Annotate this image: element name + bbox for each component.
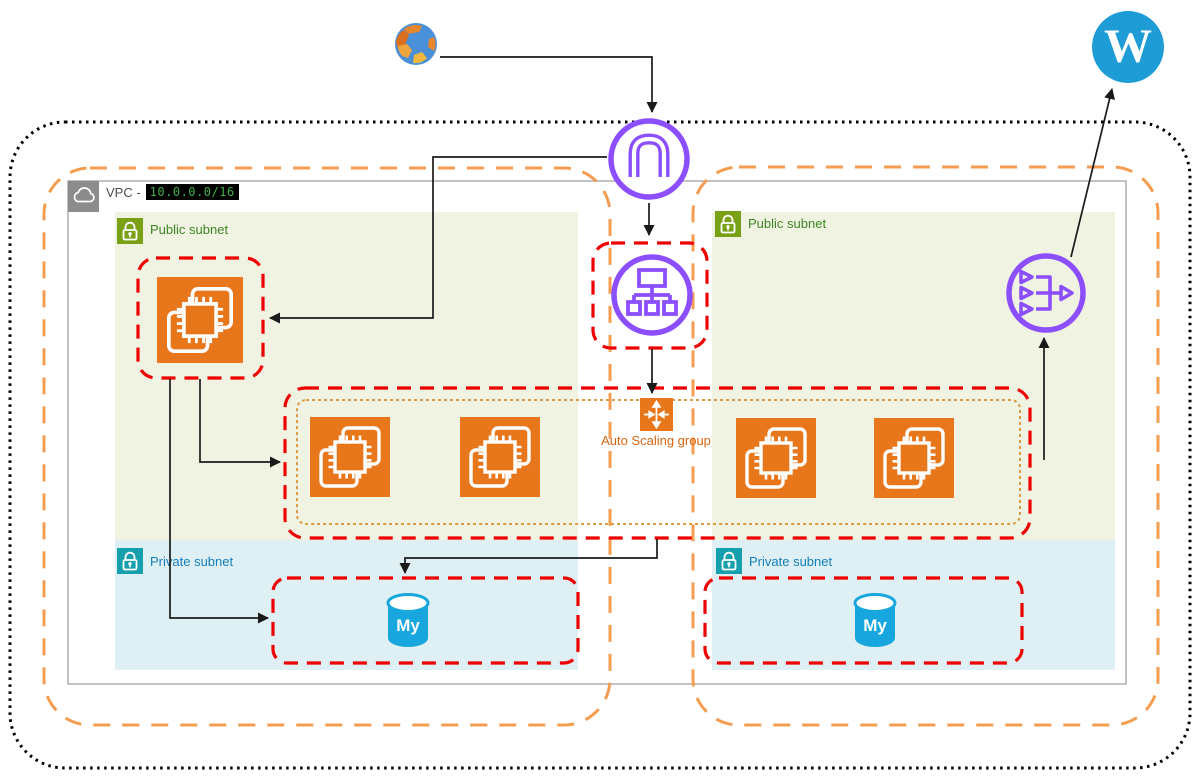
private-subnet-left-label: Private subnet	[150, 554, 234, 569]
public-subnet-right-label: Public subnet	[748, 216, 827, 231]
internet-gateway-icon	[608, 118, 690, 200]
public-subnet-left-label: Public subnet	[150, 222, 229, 237]
ec2-instances-icon	[310, 417, 390, 497]
vpc-label: VPC - 10.0.0.0/16	[106, 184, 239, 200]
wordpress-icon: W	[1090, 9, 1166, 85]
ec2-instances-icon	[874, 418, 954, 498]
ec2-instances-icon	[157, 277, 243, 363]
vpc-cloud-icon	[68, 181, 99, 212]
auto-scaling-icon	[640, 398, 673, 431]
auto-scaling-group-label: Auto Scaling group	[601, 433, 711, 448]
nat-gateway-icon	[1006, 253, 1086, 333]
private-subnet-right-label: Private subnet	[749, 554, 833, 569]
vpc-label-text: VPC -	[106, 184, 141, 200]
security-group-mysql-left-border	[271, 576, 580, 665]
ec2-instances-icon	[460, 417, 540, 497]
private-subnet-lock-icon	[716, 548, 742, 574]
public-subnet-lock-icon	[117, 218, 143, 244]
internet-globe-icon	[394, 22, 438, 66]
private-subnet-lock-icon	[117, 548, 143, 574]
load-balancer-icon	[611, 254, 693, 336]
vpc-cidr-value: 10.0.0.0/16	[145, 184, 239, 200]
private-subnet-right-fill	[712, 540, 1115, 670]
svg-text:My: My	[863, 616, 887, 635]
mysql-db-icon: My	[852, 592, 898, 650]
security-group-elb-border	[591, 241, 709, 350]
availability-zone-right-border	[691, 165, 1160, 727]
security-group-mysql-right-border	[703, 576, 1024, 665]
public-subnet-lock-icon	[715, 211, 741, 237]
security-group-asg-border	[283, 386, 1032, 540]
svg-text:My: My	[396, 616, 420, 635]
mysql-db-icon: My	[385, 592, 431, 650]
svg-text:W: W	[1104, 20, 1152, 73]
ec2-instances-icon	[736, 418, 816, 498]
